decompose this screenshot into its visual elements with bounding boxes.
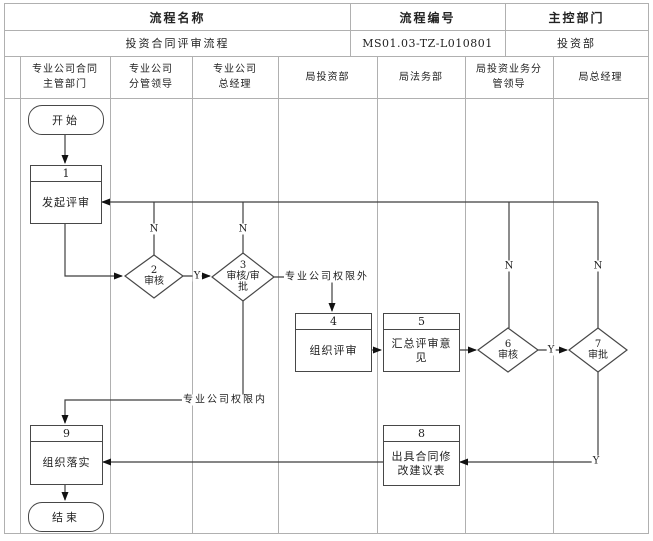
gate2-label: 审核	[144, 276, 164, 287]
process-code-value: MS01.03-TZ-L010801	[362, 36, 493, 50]
edge-step1-to-gate2	[64, 222, 123, 280]
gate6-number: 6	[504, 339, 512, 350]
owner-dept-value: 投资部	[557, 37, 596, 50]
step4-box: 4 组织评审	[295, 313, 372, 372]
lane-header-company-contract-dept: 专业公司合同 主管部门	[32, 64, 98, 90]
end-node: 结束	[28, 502, 104, 532]
lane-header-company-gm: 专业公司 总经理	[213, 64, 257, 90]
gate3-no-label: N	[237, 223, 249, 235]
gate6-label: 审核	[498, 350, 518, 361]
end-node-label: 结束	[52, 511, 80, 524]
gate7-diamond	[568, 327, 628, 373]
step4-label: 组织评审	[309, 343, 358, 357]
gate7-yes-label: Y	[591, 455, 601, 467]
step9-box: 9 组织落实	[30, 425, 103, 485]
gate6-no-label: N	[503, 260, 515, 272]
process-name-value: 投资合同评审流程	[125, 37, 230, 50]
process-code-label: 流程编号	[399, 10, 456, 25]
process-name-label: 流程名称	[149, 10, 206, 25]
start-node: 开始	[28, 105, 104, 135]
step9-number: 9	[31, 426, 102, 442]
outside-scope-label: 专业公司权限外	[284, 271, 370, 283]
gate7-no-label: N	[592, 260, 604, 272]
edge-gate3-inside-to-step9	[61, 301, 244, 424]
step5-number: 5	[384, 314, 459, 330]
inside-scope-label: 专业公司权限内	[182, 394, 268, 406]
gate7-label: 审批	[588, 350, 608, 361]
gate3-text: 3 审核/审批	[223, 260, 263, 293]
swimlane-grid	[4, 3, 649, 534]
step8-label: 出具合同修改建议表	[391, 449, 452, 477]
gate7-number: 7	[594, 339, 602, 350]
gate2-diamond	[123, 254, 185, 299]
gate6-diamond	[476, 327, 540, 373]
gate2-text: 2 审核	[124, 265, 184, 287]
step9-label: 组织落实	[42, 456, 91, 470]
gate2-number: 2	[150, 265, 158, 276]
gate2-yes-label: Y	[192, 270, 202, 282]
owner-dept-label: 主控部门	[548, 10, 605, 25]
step8-box: 8 出具合同修改建议表	[383, 425, 460, 486]
step1-label: 发起评审	[42, 195, 90, 209]
lane-header-company-leader: 专业公司 分管领导	[129, 64, 173, 90]
gate2-no-label: N	[148, 223, 160, 235]
step5-box: 5 汇总评审意见	[383, 313, 460, 372]
step5-label: 汇总评审意见	[391, 336, 452, 364]
step1-number: 1	[31, 166, 101, 182]
gate3-number: 3	[239, 260, 247, 271]
lane-header-bureau-business-leader: 局投资业务分 管领导	[476, 64, 542, 90]
gate6-text: 6 审核	[478, 339, 538, 361]
lane-header-bureau-gm: 局总经理	[578, 71, 623, 83]
lane-header-bureau-legal-dept: 局法务部	[399, 71, 443, 83]
gate3-label: 审核/审批	[226, 271, 260, 293]
step8-number: 8	[384, 426, 459, 442]
edge-gate7-yes-to-step8	[459, 372, 599, 466]
gate3-diamond	[211, 252, 275, 302]
gate7-text: 7 审批	[568, 339, 628, 361]
gate6-yes-label: Y	[546, 344, 556, 356]
lane-header-bureau-investment-dept: 局投资部	[305, 71, 350, 83]
step4-number: 4	[296, 314, 371, 330]
step1-box: 1 发起评审	[30, 165, 102, 224]
start-node-label: 开始	[52, 114, 80, 127]
decision-shapes	[123, 252, 628, 373]
